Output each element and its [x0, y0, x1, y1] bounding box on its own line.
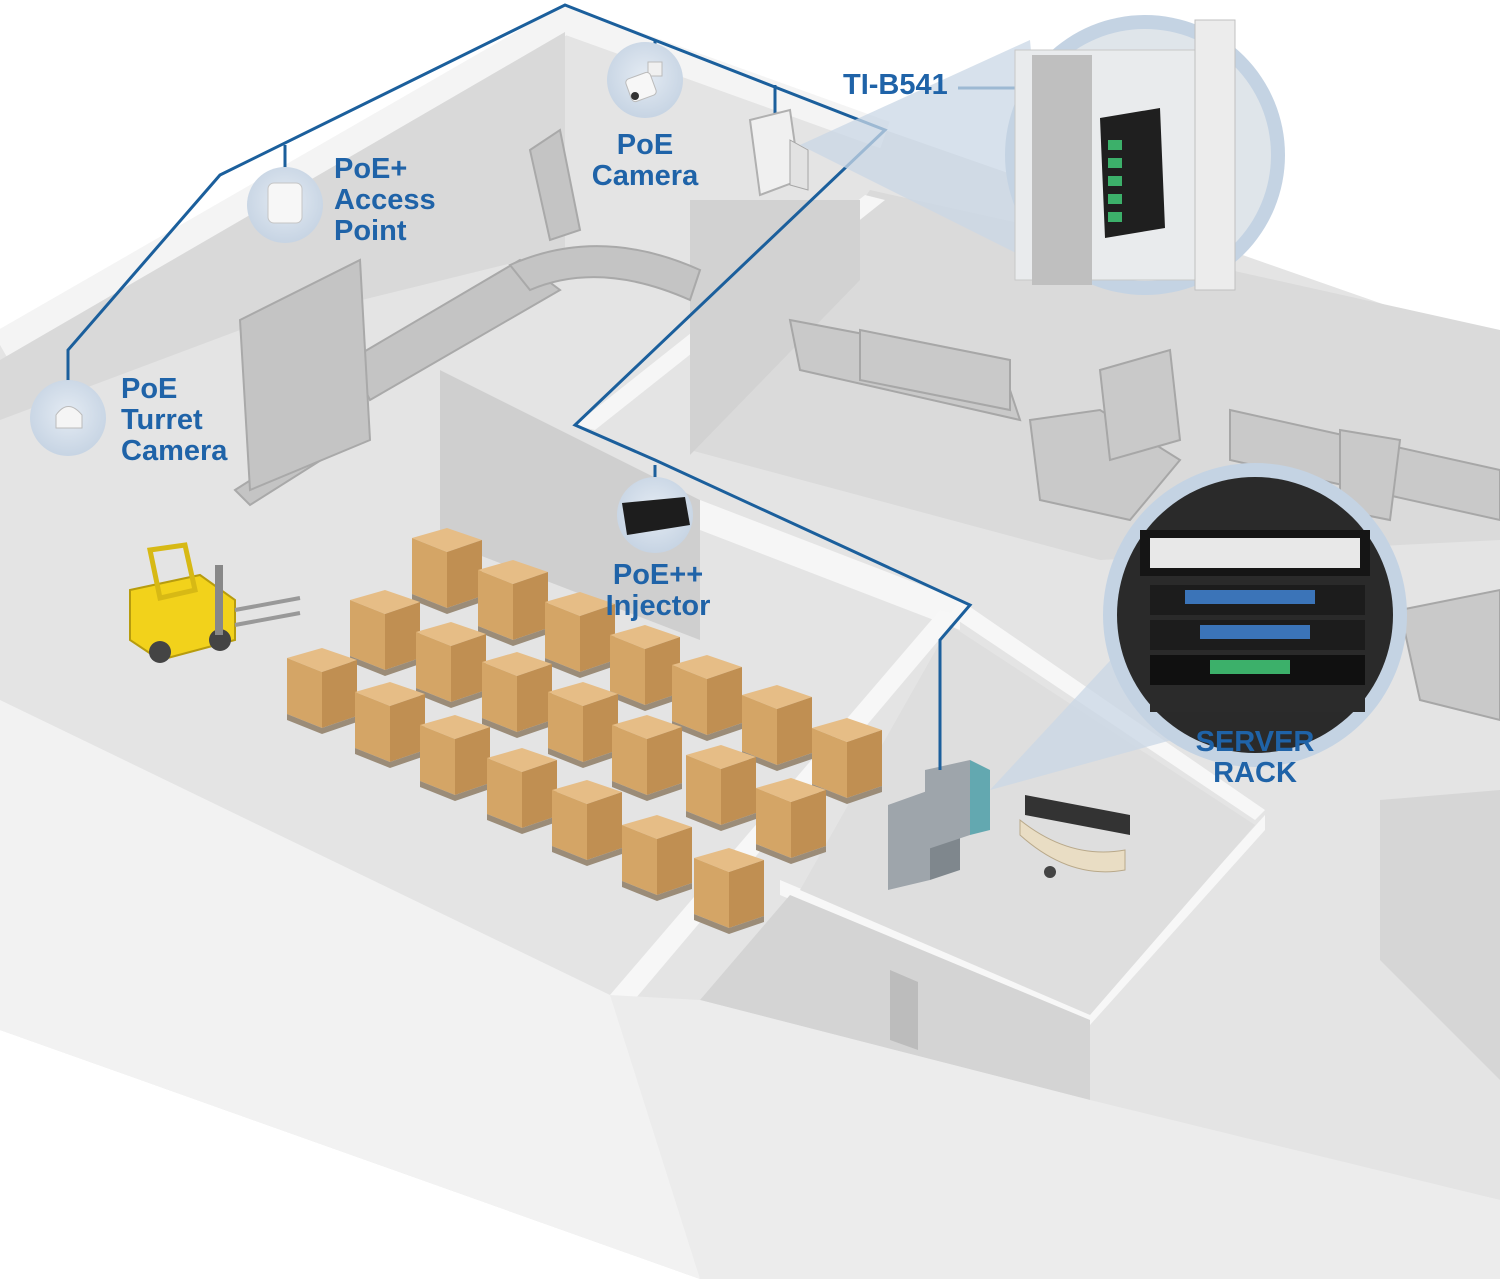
access-point-label-line2: Access	[334, 184, 436, 216]
pallet-box	[478, 560, 548, 646]
server-rack-label: SERVER RACK	[1180, 727, 1330, 789]
pallet-box	[545, 592, 615, 678]
pallet-box	[552, 780, 622, 866]
poe-camera-label-line2: Camera	[591, 160, 699, 192]
injector-label-line2: Injector	[605, 590, 711, 622]
turret-camera-label: PoE Turret Camera	[121, 374, 227, 467]
pallet-box	[355, 682, 425, 768]
poe-camera-label: PoE Camera	[583, 130, 707, 192]
pallet-box	[742, 685, 812, 771]
switch-callout-cone	[800, 40, 1050, 270]
wall-enclosure	[748, 108, 809, 197]
server-rack-label-line2: RACK	[1213, 757, 1297, 789]
pallet-box	[622, 815, 692, 901]
pallet-boxes	[287, 528, 882, 934]
pallet-box	[548, 682, 618, 768]
pallet-box	[610, 625, 680, 711]
conveyor-line	[233, 128, 702, 507]
access-point-label-line1: PoE+	[334, 153, 408, 185]
injector-label-line1: PoE++	[612, 559, 704, 591]
server-room-equipment	[888, 760, 1130, 890]
pallet-box	[487, 748, 557, 834]
pallet-box	[694, 848, 764, 934]
pallet-box	[350, 590, 420, 676]
access-point-label-line3: Point	[334, 215, 407, 247]
poe-camera-label-line1: PoE	[616, 129, 674, 161]
turret-camera-label-line2: Turret	[121, 404, 203, 436]
industrial-switch-icon	[1005, 15, 1285, 295]
server-rack-label-line1: SERVER	[1195, 726, 1315, 758]
injector-label: PoE++ Injector	[593, 560, 723, 622]
pallet-box	[412, 528, 482, 614]
pallet-box	[612, 715, 682, 801]
pallet-box	[287, 648, 357, 734]
turret-camera-icon	[30, 380, 106, 456]
bullet-camera-icon	[607, 42, 683, 118]
pallet-box	[420, 715, 490, 801]
pallet-box	[756, 778, 826, 864]
production-machinery	[788, 318, 1500, 722]
pallet-box	[672, 655, 742, 741]
turret-camera-label-line3: Camera	[121, 435, 228, 467]
access-point-label: PoE+ Access Point	[334, 154, 436, 247]
access-point-icon	[247, 167, 323, 243]
pallet-box	[416, 622, 486, 708]
forklift	[129, 542, 301, 663]
switch-model-label: TI-B541	[843, 69, 948, 101]
server-rack-icon	[1103, 463, 1407, 767]
pallet-box	[812, 718, 882, 804]
pallet-box	[686, 745, 756, 831]
pallet-box	[482, 652, 552, 738]
turret-camera-label-line1: PoE	[121, 373, 178, 405]
poe-injector-icon	[617, 477, 693, 553]
